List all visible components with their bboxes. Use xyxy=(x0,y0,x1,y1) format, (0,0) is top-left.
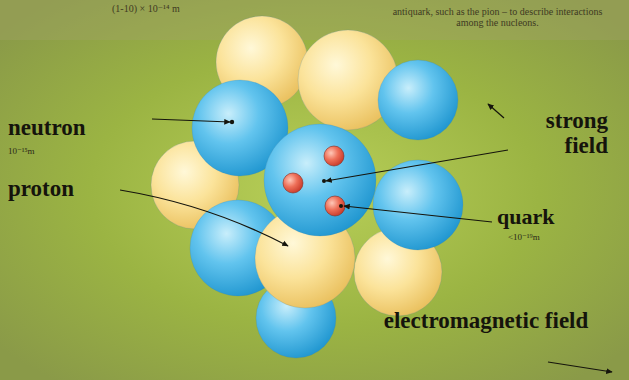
top-band xyxy=(0,0,629,40)
quarks xyxy=(283,146,345,216)
leader-dots xyxy=(230,120,343,208)
part-label: strong field xyxy=(508,108,608,159)
leader-lines xyxy=(120,104,612,372)
part-label: neutron xyxy=(8,115,86,140)
note: antiquark, such as the pion – to describ… xyxy=(385,6,610,28)
part-label: proton xyxy=(8,176,74,201)
dimension: <10⁻¹⁹m xyxy=(508,233,540,243)
dimension: 10⁻¹⁵m xyxy=(8,147,35,157)
dimension: (1-10) × 10⁻¹⁴ m xyxy=(112,3,180,14)
nucleons xyxy=(151,16,463,358)
part-label: quark xyxy=(497,205,554,229)
part-label: electromagnetic field xyxy=(372,308,600,333)
